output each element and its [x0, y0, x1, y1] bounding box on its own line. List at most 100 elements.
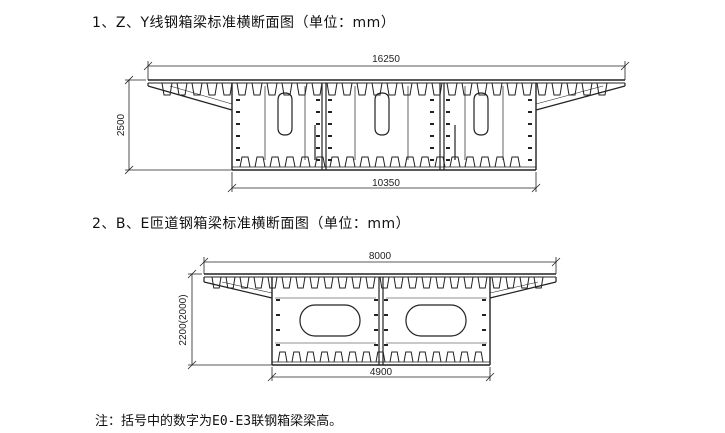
bottom-u-rib: [291, 351, 302, 363]
section1-bottom-u-ribs: [239, 156, 521, 168]
bottom-u-rib: [239, 156, 251, 168]
section1-bottom-width: 10350: [372, 178, 400, 189]
bolt-mark: [430, 159, 434, 161]
bottom-u-rib: [375, 351, 386, 363]
deck-u-rib: [221, 82, 233, 96]
deck-u-rib: [281, 276, 292, 289]
deck-u-rib: [505, 276, 516, 289]
deck-u-rib: [323, 276, 334, 289]
section2-bottom-u-ribs: [277, 351, 484, 363]
bolt-mark: [446, 135, 450, 137]
bottom-u-rib: [389, 351, 400, 363]
bolt-mark: [430, 123, 434, 125]
bolt-mark: [528, 99, 532, 101]
deck-u-rib: [421, 276, 432, 289]
bolt-mark: [384, 314, 388, 316]
bottom-u-rib: [404, 156, 416, 168]
bottom-u-rib: [459, 351, 470, 363]
bolt-mark: [236, 147, 240, 149]
bolt-mark: [446, 123, 450, 125]
deck-u-rib: [431, 82, 443, 96]
bottom-u-rib: [305, 351, 316, 363]
deck-u-rib: [416, 82, 428, 96]
section2-deck-u-ribs: [211, 276, 544, 289]
deck-u-rib: [191, 82, 203, 96]
section2-bottom-width: 4900: [370, 367, 393, 378]
deck-u-rib: [176, 82, 188, 96]
bottom-u-rib: [333, 351, 344, 363]
bolt-mark: [276, 314, 280, 316]
deck-u-rib: [566, 82, 578, 96]
deck-u-rib: [311, 82, 323, 96]
bottom-u-rib: [417, 351, 428, 363]
bolt-mark: [528, 147, 532, 149]
deck-u-rib: [533, 276, 544, 289]
bolt-mark: [430, 147, 434, 149]
bolt-mark: [316, 147, 320, 149]
deck-u-rib: [211, 276, 222, 289]
bolt-mark: [482, 299, 486, 301]
deck-u-rib: [506, 82, 518, 96]
bottom-u-rib: [419, 156, 431, 168]
bottom-u-rib: [359, 156, 371, 168]
bolt-mark: [328, 111, 332, 113]
bolt-mark: [482, 329, 486, 331]
deck-u-rib: [296, 82, 308, 96]
bolt-mark: [374, 314, 378, 316]
section2-top-width: 8000: [369, 251, 392, 262]
deck-u-rib: [449, 276, 460, 289]
deck-u-rib: [519, 276, 530, 289]
section2-bolt-marks: [276, 299, 486, 346]
bottom-u-rib: [445, 351, 456, 363]
bottom-u-rib: [361, 351, 372, 363]
bottom-u-rib: [299, 156, 311, 168]
bolt-mark: [328, 159, 332, 161]
footnote: 注：括号中的数字为E0-E3联钢箱梁梁高。: [95, 414, 343, 429]
deck-u-rib: [491, 82, 503, 96]
deck-u-rib: [267, 276, 278, 289]
bottom-u-rib: [479, 156, 491, 168]
bolt-mark: [236, 111, 240, 113]
deck-u-rib: [581, 82, 593, 96]
section2-title: 2、B、E匝道钢箱梁标准横断面图（单位：mm）: [92, 216, 411, 232]
deck-u-rib: [365, 276, 376, 289]
bottom-u-rib: [284, 156, 296, 168]
bottom-u-rib: [319, 351, 330, 363]
bolt-mark: [528, 111, 532, 113]
section1-top-width: 16250: [372, 54, 400, 65]
deck-u-rib: [386, 82, 398, 96]
bottom-u-rib: [254, 156, 266, 168]
section1-title: 1、Z、Y线钢箱梁标准横断面图（单位：mm）: [92, 15, 396, 31]
bolt-mark: [482, 314, 486, 316]
bolt-mark: [328, 123, 332, 125]
section1-deck-u-ribs: [161, 82, 608, 96]
bolt-mark: [328, 99, 332, 101]
deck-u-rib: [351, 276, 362, 289]
bolt-mark: [236, 159, 240, 161]
bolt-mark: [236, 135, 240, 137]
deck-u-rib: [337, 276, 348, 289]
bottom-u-rib: [403, 351, 414, 363]
bolt-mark: [316, 99, 320, 101]
section2-height: 2200(2000): [178, 294, 189, 345]
bolt-mark: [316, 123, 320, 125]
bottom-u-rib: [344, 156, 356, 168]
deck-u-rib: [596, 82, 608, 96]
deck-u-rib: [161, 82, 173, 96]
section2-drawing: [187, 257, 561, 382]
bottom-u-rib: [473, 351, 484, 363]
deck-u-rib: [326, 82, 338, 96]
deck-u-rib: [206, 82, 218, 96]
bottom-u-rib: [509, 156, 521, 168]
deck-u-rib: [435, 276, 446, 289]
deck-u-rib: [356, 82, 368, 96]
bolt-mark: [528, 159, 532, 161]
bottom-u-rib: [494, 156, 506, 168]
bolt-mark: [482, 344, 486, 346]
bolt-mark: [446, 159, 450, 161]
deck-u-rib: [236, 82, 248, 96]
bolt-mark: [430, 111, 434, 113]
bolt-mark: [446, 147, 450, 149]
deck-u-rib: [477, 276, 488, 289]
